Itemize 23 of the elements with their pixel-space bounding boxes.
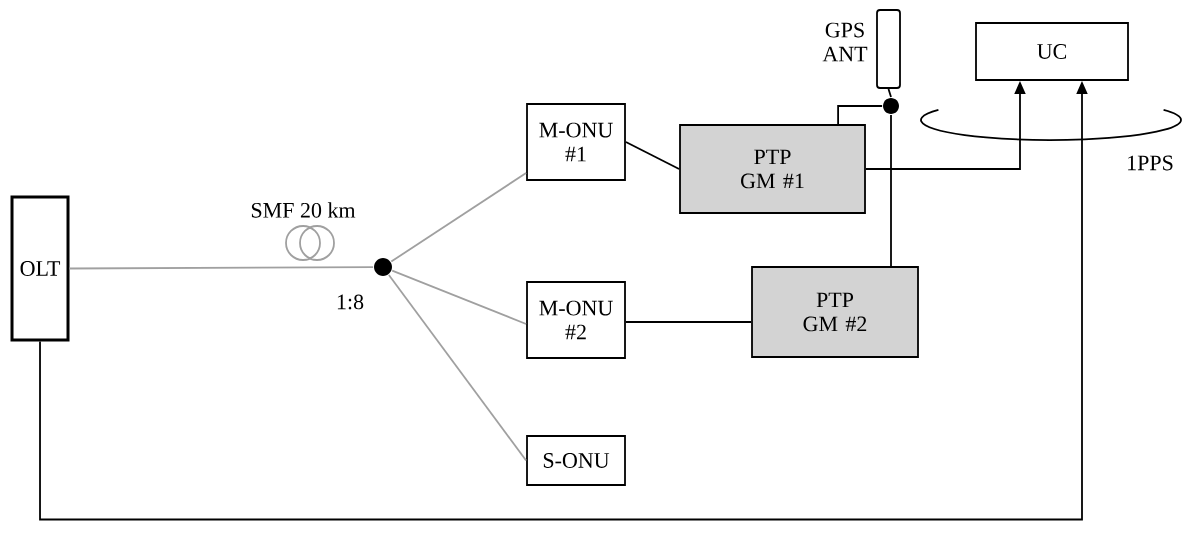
splitter-dot: [374, 258, 392, 276]
node-caption: 1:8: [337, 294, 364, 310]
connector: [390, 172, 527, 263]
junction-dot: [883, 98, 899, 114]
connector: [625, 141, 680, 170]
grandmaster-box: PTP GM #2: [751, 266, 919, 358]
connector: [391, 269, 527, 325]
connector: [388, 274, 527, 462]
connector: [837, 105, 883, 125]
connector: [625, 321, 752, 323]
olt-box: OLT: [10, 195, 70, 342]
signal-label: 1PPS: [1128, 155, 1173, 171]
uc-box: UC: [975, 22, 1129, 81]
onu-box: M-ONU #1: [526, 103, 626, 181]
connector: [68, 266, 374, 270]
onu-box: M-ONU #2: [526, 281, 626, 359]
edge-label: SMF 20 km: [251, 202, 356, 218]
onu-box: S-ONU: [526, 435, 626, 486]
connector: [890, 114, 892, 267]
node-caption: GPS ANT: [822, 22, 868, 62]
connector: [887, 88, 892, 98]
antenna: [876, 9, 901, 89]
grandmaster-box: PTP GM #1: [679, 124, 866, 214]
